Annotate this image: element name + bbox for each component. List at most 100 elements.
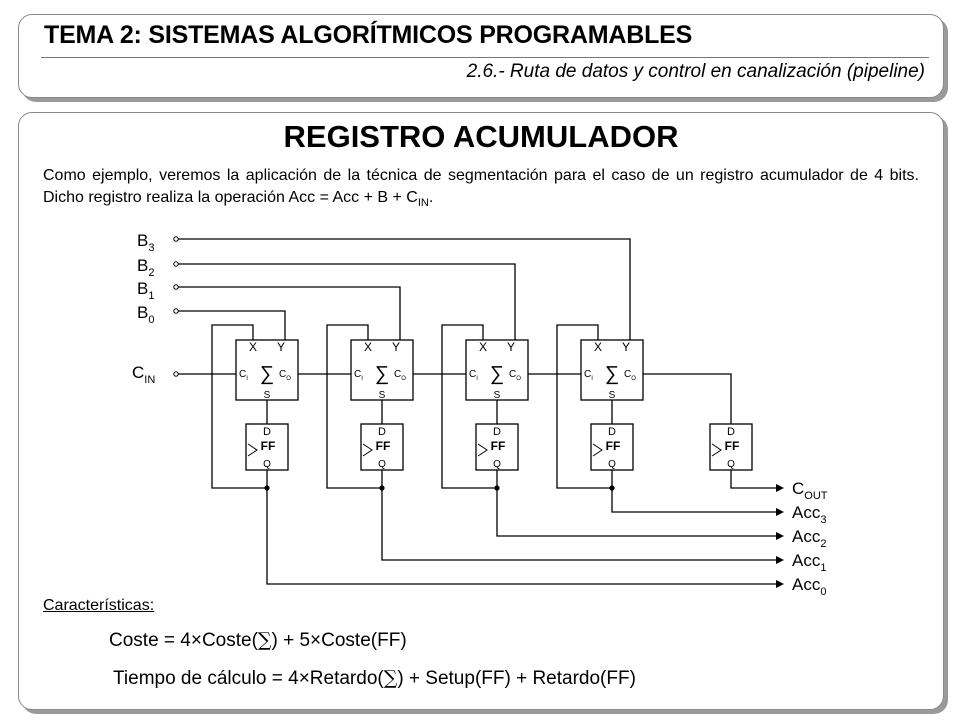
ff-name: FF xyxy=(376,439,391,453)
header-panel: TEMA 2: SISTEMAS ALGORÍTMICOS PROGRAMABL… xyxy=(18,14,944,98)
input-terminal xyxy=(173,371,179,377)
adder-block xyxy=(580,339,644,401)
arrow-icon xyxy=(776,580,784,588)
ff-pin-q: Q xyxy=(608,459,616,470)
arrow-icon xyxy=(776,508,784,516)
input-terminal xyxy=(173,284,179,290)
adder-pin-ci: CI xyxy=(469,369,478,382)
intro-paragraph: Como ejemplo, veremos la aplicación de l… xyxy=(43,165,919,214)
adder-pin-s: S xyxy=(379,390,386,401)
adder-pin-y: Y xyxy=(507,340,515,354)
adder-pin-s: S xyxy=(609,390,616,401)
slide-section-subtitle: 2.6.- Ruta de datos y control en canaliz… xyxy=(466,61,925,82)
clock-icon xyxy=(247,443,258,457)
slide-topic-title: TEMA 2: SISTEMAS ALGORÍTMICOS PROGRAMABL… xyxy=(44,21,693,49)
adder-pin-ci: CI xyxy=(354,369,363,382)
wire-feedback xyxy=(441,324,498,489)
clock-icon xyxy=(592,443,603,457)
adder-pin-x: X xyxy=(594,340,602,354)
ff-name: FF xyxy=(606,439,621,453)
ff-pin-q: Q xyxy=(263,459,271,470)
adder-pin-co: CO xyxy=(394,369,406,382)
wire-acc2 xyxy=(496,488,776,537)
output-label-cout: COUT xyxy=(792,479,828,502)
flip-flop xyxy=(590,423,634,471)
wire-cout xyxy=(730,470,776,489)
sigma-icon: ∑ xyxy=(260,363,274,385)
intro-subscript: IN xyxy=(417,197,429,210)
ff-name: FF xyxy=(491,439,506,453)
input-label-b0: B0 xyxy=(137,303,154,326)
adder-pin-y: Y xyxy=(277,340,285,354)
adder-pin-x: X xyxy=(364,340,372,354)
sigma-icon: ∑ xyxy=(383,667,398,689)
cost-formula-start: Coste = 4×Coste( xyxy=(109,630,258,651)
sigma-icon: ∑ xyxy=(605,363,619,385)
adder-pin-ci: CI xyxy=(584,369,593,382)
input-terminal xyxy=(173,261,179,267)
cost-formula-end: ) + 5×Coste(FF) xyxy=(271,630,407,651)
wire-acc3 xyxy=(611,488,776,513)
wire-b3 xyxy=(178,238,631,340)
output-label-acc0: Acc0 xyxy=(792,575,826,598)
adder-pin-y: Y xyxy=(392,340,400,354)
input-label-cin: CIN xyxy=(132,363,155,386)
adder-pin-co: CO xyxy=(279,369,291,382)
intro-end: . xyxy=(428,189,434,206)
sigma-icon: ∑ xyxy=(257,629,272,651)
input-label-b1: B1 xyxy=(137,279,154,302)
output-label-acc2: Acc2 xyxy=(792,527,826,550)
sigma-icon: ∑ xyxy=(490,363,504,385)
clock-icon xyxy=(477,443,488,457)
header-divider xyxy=(41,57,929,58)
wire-acc0 xyxy=(266,488,776,585)
adder-block xyxy=(235,339,299,401)
wire-b1 xyxy=(178,286,401,340)
wire-feedback xyxy=(211,324,268,489)
adder-pin-s: S xyxy=(264,390,271,401)
output-label-acc3: Acc3 xyxy=(792,503,826,526)
time-formula-start: Tiempo de cálculo = 4×Retardo( xyxy=(113,668,384,689)
adder-pin-co: CO xyxy=(509,369,521,382)
input-label-b3: B3 xyxy=(137,231,154,254)
wire-feedback xyxy=(326,324,383,489)
ff-pin-d: D xyxy=(493,426,501,438)
ff-name: FF xyxy=(725,439,740,453)
cost-formula: Coste = 4×Coste(∑) + 5×Coste(FF) xyxy=(109,629,407,652)
caracteristicas-heading: Características: xyxy=(43,597,155,614)
page-title: REGISTRO ACUMULADOR xyxy=(283,119,679,154)
adder-pin-x: X xyxy=(249,340,257,354)
wire-feedback xyxy=(556,324,613,489)
input-terminal xyxy=(173,236,179,242)
adder-pin-s: S xyxy=(494,390,501,401)
input-label-b2: B2 xyxy=(137,256,154,279)
adder-pin-x: X xyxy=(479,340,487,354)
ff-pin-q: Q xyxy=(727,459,735,470)
clock-icon xyxy=(362,443,373,457)
ff-name: FF xyxy=(261,439,276,453)
ff-pin-q: Q xyxy=(493,459,501,470)
time-formula-end: ) + Setup(FF) + Retardo(FF) xyxy=(397,668,636,689)
ff-pin-q: Q xyxy=(378,459,386,470)
adder-pin-y: Y xyxy=(622,340,630,354)
arrow-icon xyxy=(776,484,784,492)
wire-carry-out xyxy=(643,373,732,424)
clock-icon xyxy=(711,443,722,457)
adder-block xyxy=(350,339,414,401)
intro-text: Como ejemplo, veremos la aplicación de l… xyxy=(43,167,919,206)
output-label-acc1: Acc1 xyxy=(792,551,826,574)
adder-block xyxy=(465,339,529,401)
sigma-icon: ∑ xyxy=(375,363,389,385)
main-panel: REGISTRO ACUMULADOR Como ejemplo, veremo… xyxy=(18,112,944,710)
time-formula: Tiempo de cálculo = 4×Retardo(∑) + Setup… xyxy=(113,667,636,690)
ff-pin-d: D xyxy=(378,426,386,438)
adder-pin-ci: CI xyxy=(239,369,248,382)
input-terminal xyxy=(173,308,179,314)
wire-acc1 xyxy=(381,488,776,561)
arrow-icon xyxy=(776,556,784,564)
adder-pin-co: CO xyxy=(624,369,636,382)
ff-pin-d: D xyxy=(608,426,616,438)
wire-b0 xyxy=(178,310,286,340)
ff-pin-d: D xyxy=(263,426,271,438)
